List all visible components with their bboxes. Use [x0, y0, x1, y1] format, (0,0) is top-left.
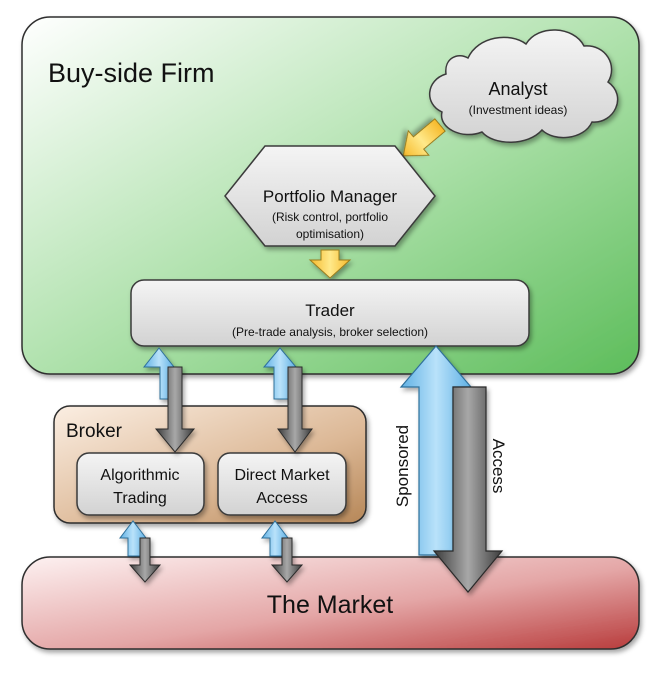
trader-subtitle: (Pre-trade analysis, broker selection): [232, 325, 428, 339]
analyst-title: Analyst: [488, 79, 547, 99]
trader-box: [130, 279, 530, 347]
pm-to-trader-arrow: [308, 249, 352, 279]
portfolio-manager-subtitle-line2: optimisation): [296, 227, 364, 241]
portfolio-manager-hexagon: [224, 145, 436, 247]
algorithmic-trading-line2: Trading: [113, 490, 167, 507]
portfolio-manager-subtitle-line1: (Risk control, portfolio: [272, 210, 388, 224]
analyst-cloud: [428, 29, 619, 143]
broker-to-market-down-arrow-right: [270, 537, 304, 583]
trader-to-broker-down-arrow-right: [277, 366, 313, 453]
broker-to-market-down-arrow-left: [128, 537, 162, 583]
algorithmic-trading-line1: Algorithmic: [100, 467, 179, 484]
trader-title: Trader: [305, 301, 355, 320]
sponsored-label: Sponsored: [393, 425, 412, 507]
direct-market-access-line1: Direct Market: [234, 467, 330, 484]
algorithmic-trading-box: [76, 452, 205, 516]
broker-label: Broker: [66, 421, 123, 442]
analyst-to-pm-arrow: [402, 118, 446, 157]
analyst-subtitle: (Investment ideas): [469, 103, 568, 117]
trader-to-broker-down-arrow-left: [154, 366, 196, 453]
sponsored-access-down-arrow: [432, 386, 504, 593]
market-label: The Market: [267, 591, 393, 619]
access-label: Access: [489, 439, 508, 494]
direct-market-access-line2: Access: [256, 490, 308, 507]
market-box: [21, 556, 640, 650]
portfolio-manager-title: Portfolio Manager: [263, 187, 398, 206]
buy-side-firm-label: Buy-side Firm: [48, 58, 215, 88]
direct-market-access-box: [217, 452, 347, 516]
